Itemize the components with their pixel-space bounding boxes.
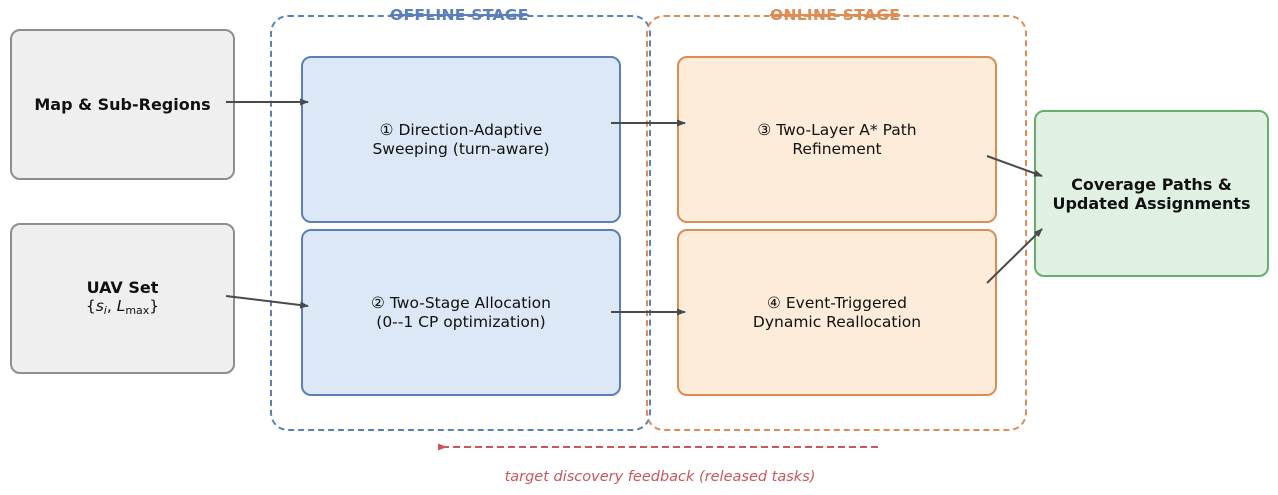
module-direction-adaptive-sweeping: ① Direction-Adaptive Sweeping (turn-awar…: [301, 56, 621, 223]
module-2-line-2: (0--1 CP optimization): [376, 312, 546, 331]
map-subregions-box: Map & Sub-Regions: [10, 29, 235, 180]
module-3-line-2: Refinement: [792, 139, 882, 158]
module-2-line-1: ② Two-Stage Allocation: [371, 293, 551, 312]
module-two-layer-astar-refinement: ③ Two-Layer A* Path Refinement: [677, 56, 997, 223]
module-1-line-2: Sweeping (turn-aware): [372, 139, 550, 158]
output-line-2: Updated Assignments: [1052, 193, 1251, 213]
online-stage-frame: [646, 15, 1027, 431]
module-1-line-1: ① Direction-Adaptive: [379, 120, 543, 139]
feedback-label: target discovery feedback (released task…: [504, 469, 816, 485]
offline-stage-frame: [270, 15, 651, 431]
module-3-line-1: ③ Two-Layer A* Path: [757, 120, 917, 139]
output-line-1: Coverage Paths &: [1071, 174, 1232, 194]
arrow-uav-to-allocation: [225, 295, 309, 309]
module-two-stage-allocation: ② Two-Stage Allocation (0--1 CP optimiza…: [301, 229, 621, 396]
module-4-line-1: ④ Event-Triggered: [767, 293, 907, 312]
coverage-paths-output-box: Coverage Paths & Updated Assignments: [1034, 110, 1269, 277]
arrow-reallocation-to-output: [986, 228, 1043, 284]
uav-set-box: UAV Set {si, Lmax}: [10, 223, 235, 374]
online-stage-title: ONLINE STAGE: [770, 6, 901, 24]
uav-set-label: UAV Set: [86, 277, 159, 297]
uav-set-math: {si, Lmax}: [85, 296, 160, 317]
module-4-line-2: Dynamic Reallocation: [752, 312, 922, 331]
module-event-triggered-reallocation: ④ Event-Triggered Dynamic Reallocation: [677, 229, 997, 396]
arrow-astar-to-output: [986, 155, 1043, 177]
offline-stage-title: OFFLINE STAGE: [390, 6, 529, 24]
map-subregions-label: Map & Sub-Regions: [34, 95, 211, 114]
